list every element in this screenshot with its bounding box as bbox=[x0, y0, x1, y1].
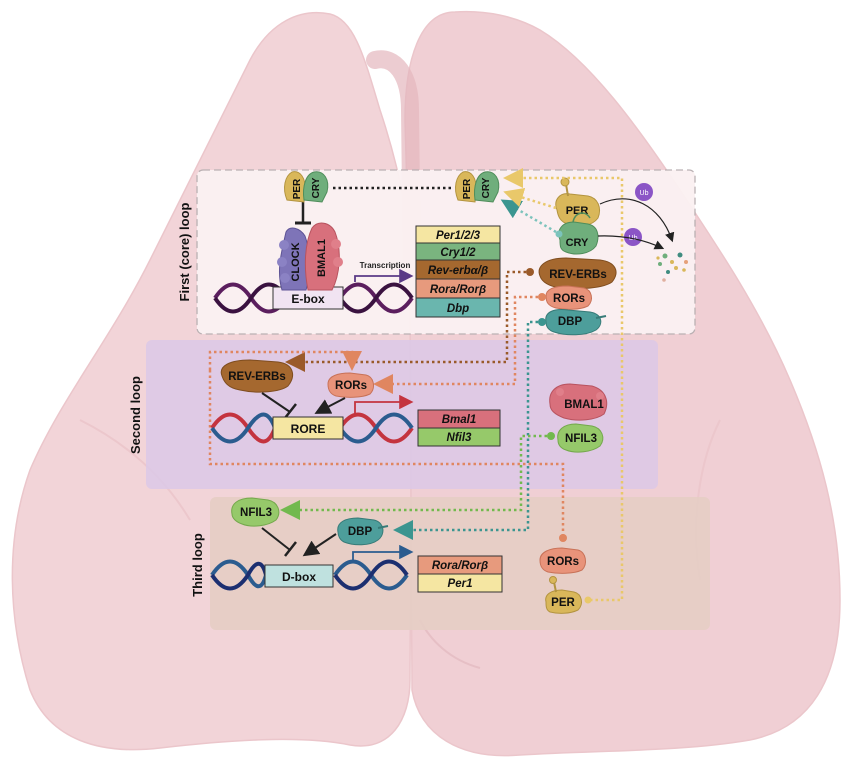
gene-rora-third: Rora/Rorβ bbox=[432, 560, 488, 572]
dna-helix-second bbox=[210, 412, 414, 444]
per-label-left: PER bbox=[292, 178, 303, 199]
gene-per1-box bbox=[417, 573, 503, 593]
rors-protein-third bbox=[539, 547, 586, 574]
rors-label-first: RORs bbox=[553, 293, 585, 305]
bmal1-label-second: BMAL1 bbox=[564, 399, 604, 411]
gene-rora-first: Rora/Rorβ bbox=[430, 284, 486, 296]
degraded-fragments bbox=[656, 252, 688, 282]
nfil3-protein-second bbox=[557, 423, 604, 453]
rors-protein-first bbox=[545, 285, 592, 310]
rore-box bbox=[272, 416, 344, 440]
gene-stack-first bbox=[415, 225, 501, 318]
per-protein-degradation bbox=[555, 177, 601, 227]
bmal1-label-first: BMAL1 bbox=[316, 239, 328, 277]
bmal1-protein-second bbox=[549, 383, 608, 421]
d-box-label: D-box bbox=[282, 570, 316, 584]
bmal1-protein-first bbox=[304, 222, 343, 291]
gene-nfil3-box bbox=[417, 427, 501, 447]
rore-label: RORE bbox=[291, 422, 326, 436]
third-loop-label: Third loop bbox=[190, 533, 205, 597]
rors-label-second: RORs bbox=[335, 380, 367, 392]
per-cry-complex-left bbox=[284, 171, 329, 203]
ub-icon-2 bbox=[624, 228, 642, 246]
clock-label: CLOCK bbox=[290, 242, 302, 281]
cry-label-left: CRY bbox=[311, 177, 322, 198]
rev-erbs-protein-first bbox=[538, 257, 617, 290]
gene-dbp: Dbp bbox=[447, 303, 469, 315]
rors-label-third: RORs bbox=[547, 556, 579, 568]
per-label-third: PER bbox=[551, 597, 575, 609]
per-label-right: PER bbox=[462, 178, 473, 199]
second-loop-label: Second loop bbox=[128, 376, 143, 454]
ub-label-1: Ub bbox=[640, 190, 649, 197]
gene-bmal1: Bmal1 bbox=[442, 414, 477, 426]
dbp-label-first: DBP bbox=[558, 316, 583, 328]
per-cry-complex-right bbox=[455, 171, 500, 203]
cry-label-right: CRY bbox=[481, 177, 492, 198]
dbp-protein-third bbox=[337, 517, 389, 546]
per-protein-third bbox=[545, 576, 582, 614]
nfil3-protein-third bbox=[231, 497, 280, 527]
nfil3-label-third: NFIL3 bbox=[240, 507, 272, 519]
gene-per123: Per1/2/3 bbox=[436, 230, 481, 242]
d-box bbox=[264, 564, 334, 588]
rors-protein-second bbox=[327, 372, 374, 398]
rev-erbs-protein-second bbox=[220, 359, 294, 393]
dbp-label-third: DBP bbox=[348, 526, 373, 538]
gene-nfil3: Nfil3 bbox=[447, 432, 473, 444]
gene-rev-erb: Rev-erbα/β bbox=[428, 265, 488, 277]
first-loop-label: First (core) loop bbox=[177, 202, 192, 301]
rev-erbs-label-first: REV-ERBs bbox=[549, 269, 607, 281]
cry-label-degradation: CRY bbox=[566, 237, 589, 249]
cry-protein-degradation bbox=[558, 212, 599, 255]
rev-erbs-label-second: REV-ERBs bbox=[228, 371, 286, 383]
gene-cry12: Cry1/2 bbox=[440, 247, 476, 259]
dbp-protein-first bbox=[545, 309, 607, 336]
transcription-label: Transcription bbox=[360, 261, 411, 270]
clock-protein bbox=[277, 227, 311, 291]
gene-per1: Per1 bbox=[448, 578, 473, 590]
dna-helix-third bbox=[210, 559, 409, 591]
nfil3-label-second: NFIL3 bbox=[565, 433, 597, 445]
ub-icon-1 bbox=[635, 183, 653, 201]
e-box-label: E-box bbox=[291, 292, 325, 306]
per-label-degradation: PER bbox=[566, 205, 589, 217]
